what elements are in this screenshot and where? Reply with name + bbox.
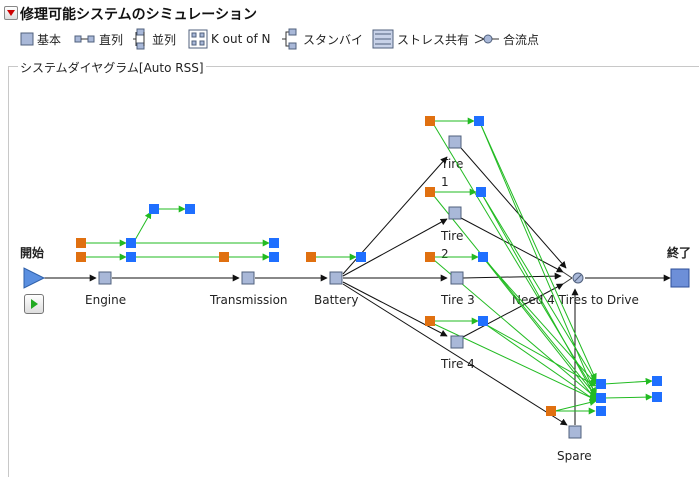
- disclosure-toggle-icon[interactable]: [4, 6, 18, 20]
- series-tool-button[interactable]: 直列: [74, 28, 123, 50]
- k-out-of-n-tool-button[interactable]: K out of N: [188, 28, 271, 50]
- basic-block-icon: [20, 32, 34, 46]
- diagram-panel-label: システムダイヤグラム[Auto RSS]: [18, 59, 206, 76]
- series-tool-label: 直列: [99, 32, 124, 47]
- junction-icon: [474, 34, 499, 44]
- series-block-icon: [74, 35, 95, 43]
- stress-sharing-tool-label: ストレス共有: [397, 32, 470, 47]
- standby-tool-button[interactable]: スタンバイ: [280, 28, 363, 50]
- k-out-of-n-label: Need 4 Tires to Drive: [512, 293, 639, 307]
- junction-tool-label: 合流点: [503, 32, 540, 47]
- basic-tool-label: 基本: [37, 32, 62, 47]
- end-label: 終了: [667, 246, 692, 260]
- standby-block-icon: [282, 28, 297, 50]
- battery-label: Battery: [314, 293, 359, 307]
- spare-label: Spare: [557, 449, 592, 463]
- transmission-label: Transmission: [210, 293, 288, 307]
- engine-label: Engine: [85, 293, 127, 307]
- tire4-label: Tire 4: [441, 357, 475, 371]
- stress-sharing-block-icon: [372, 29, 394, 49]
- junction-tool-button[interactable]: 合流点: [474, 28, 539, 50]
- parallel-tool-label: 並列: [152, 32, 177, 47]
- tire1-label: Tire: [441, 157, 464, 171]
- parallel-tool-button[interactable]: 並列: [131, 28, 176, 50]
- stress-sharing-tool-button[interactable]: ストレス共有: [372, 28, 469, 50]
- run-simulation-button[interactable]: [24, 294, 44, 314]
- parallel-block-icon: [133, 28, 145, 50]
- tire2-label: Tire: [441, 229, 464, 243]
- k-out-of-n-tool-label: K out of N: [211, 32, 271, 46]
- page-title: 修理可能システムのシミュレーション: [20, 7, 258, 23]
- standby-tool-label: スタンバイ: [303, 32, 364, 47]
- component-toolbar: 基本 直列 並列 K out of N スタンバイ ストレス共有 合流点: [0, 28, 700, 52]
- tire2-number-label: 2: [441, 247, 449, 261]
- basic-tool-button[interactable]: 基本: [20, 28, 61, 50]
- tire1-number-label: 1: [441, 175, 449, 189]
- tire3-label: Tire 3: [441, 293, 475, 307]
- k-out-of-n-block-icon: [188, 29, 208, 49]
- window-title-bar: 修理可能システムのシミュレーション: [0, 0, 700, 24]
- diagram-panel: [8, 66, 699, 477]
- start-label: 開始: [20, 246, 45, 260]
